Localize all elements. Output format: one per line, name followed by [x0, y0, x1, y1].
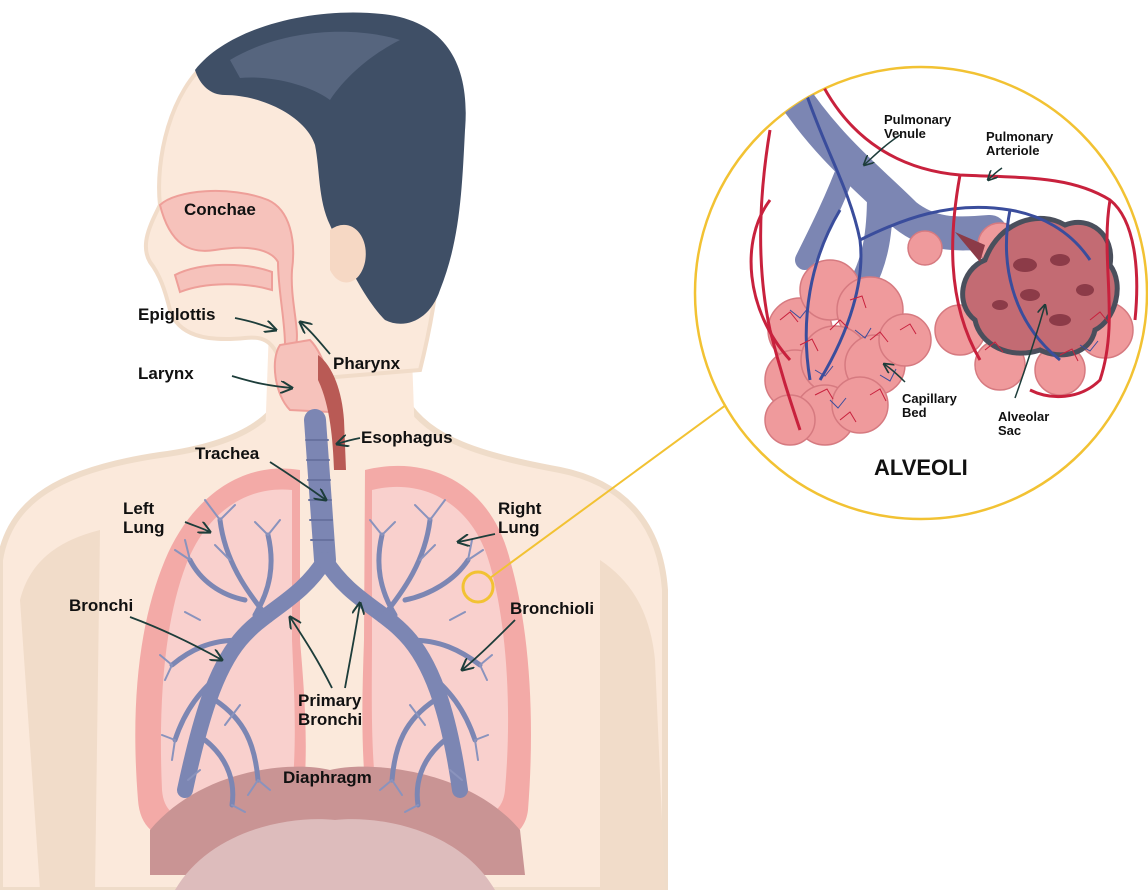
- label-left-lung: Left Lung: [123, 499, 165, 537]
- body-figure: [0, 12, 665, 890]
- label-conchae: Conchae: [184, 200, 256, 219]
- label-right-lung: Right Lung: [498, 499, 546, 537]
- label-diaphragm: Diaphragm: [283, 768, 372, 787]
- label-larynx: Larynx: [138, 364, 194, 383]
- inset-title: ALVEOLI: [874, 455, 968, 480]
- label-trachea: Trachea: [195, 444, 260, 463]
- label-bronchi: Bronchi: [69, 596, 133, 615]
- label-pharynx: Pharynx: [333, 354, 401, 373]
- label-primary-bronchi: Primary Bronchi: [298, 691, 366, 729]
- label-epiglottis: Epiglottis: [138, 305, 215, 324]
- label-bronchioli: Bronchioli: [510, 599, 594, 618]
- label-esophagus: Esophagus: [361, 428, 453, 447]
